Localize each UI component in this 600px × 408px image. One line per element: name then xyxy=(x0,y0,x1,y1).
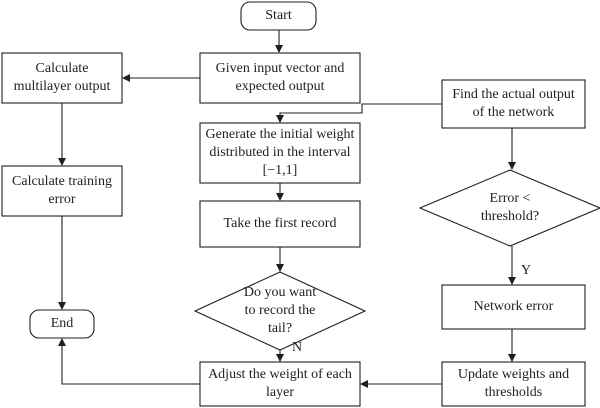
calc-multilayer-box xyxy=(1,52,123,104)
take-first-box xyxy=(199,200,361,248)
error-threshold-diamond xyxy=(418,169,600,247)
calc-training-box xyxy=(1,165,123,217)
generate-weight-box xyxy=(199,122,361,184)
record-tail-diamond xyxy=(193,271,367,351)
edge-find-generate xyxy=(276,103,442,123)
adjust-weight-box xyxy=(199,361,361,407)
start-terminal xyxy=(240,1,317,31)
given-input-box xyxy=(199,52,361,104)
end-terminal xyxy=(29,309,95,339)
network-error-box xyxy=(441,284,586,330)
edge-adjust-end xyxy=(58,338,200,385)
find-actual-box xyxy=(441,79,586,129)
update-weights-box xyxy=(441,361,586,407)
